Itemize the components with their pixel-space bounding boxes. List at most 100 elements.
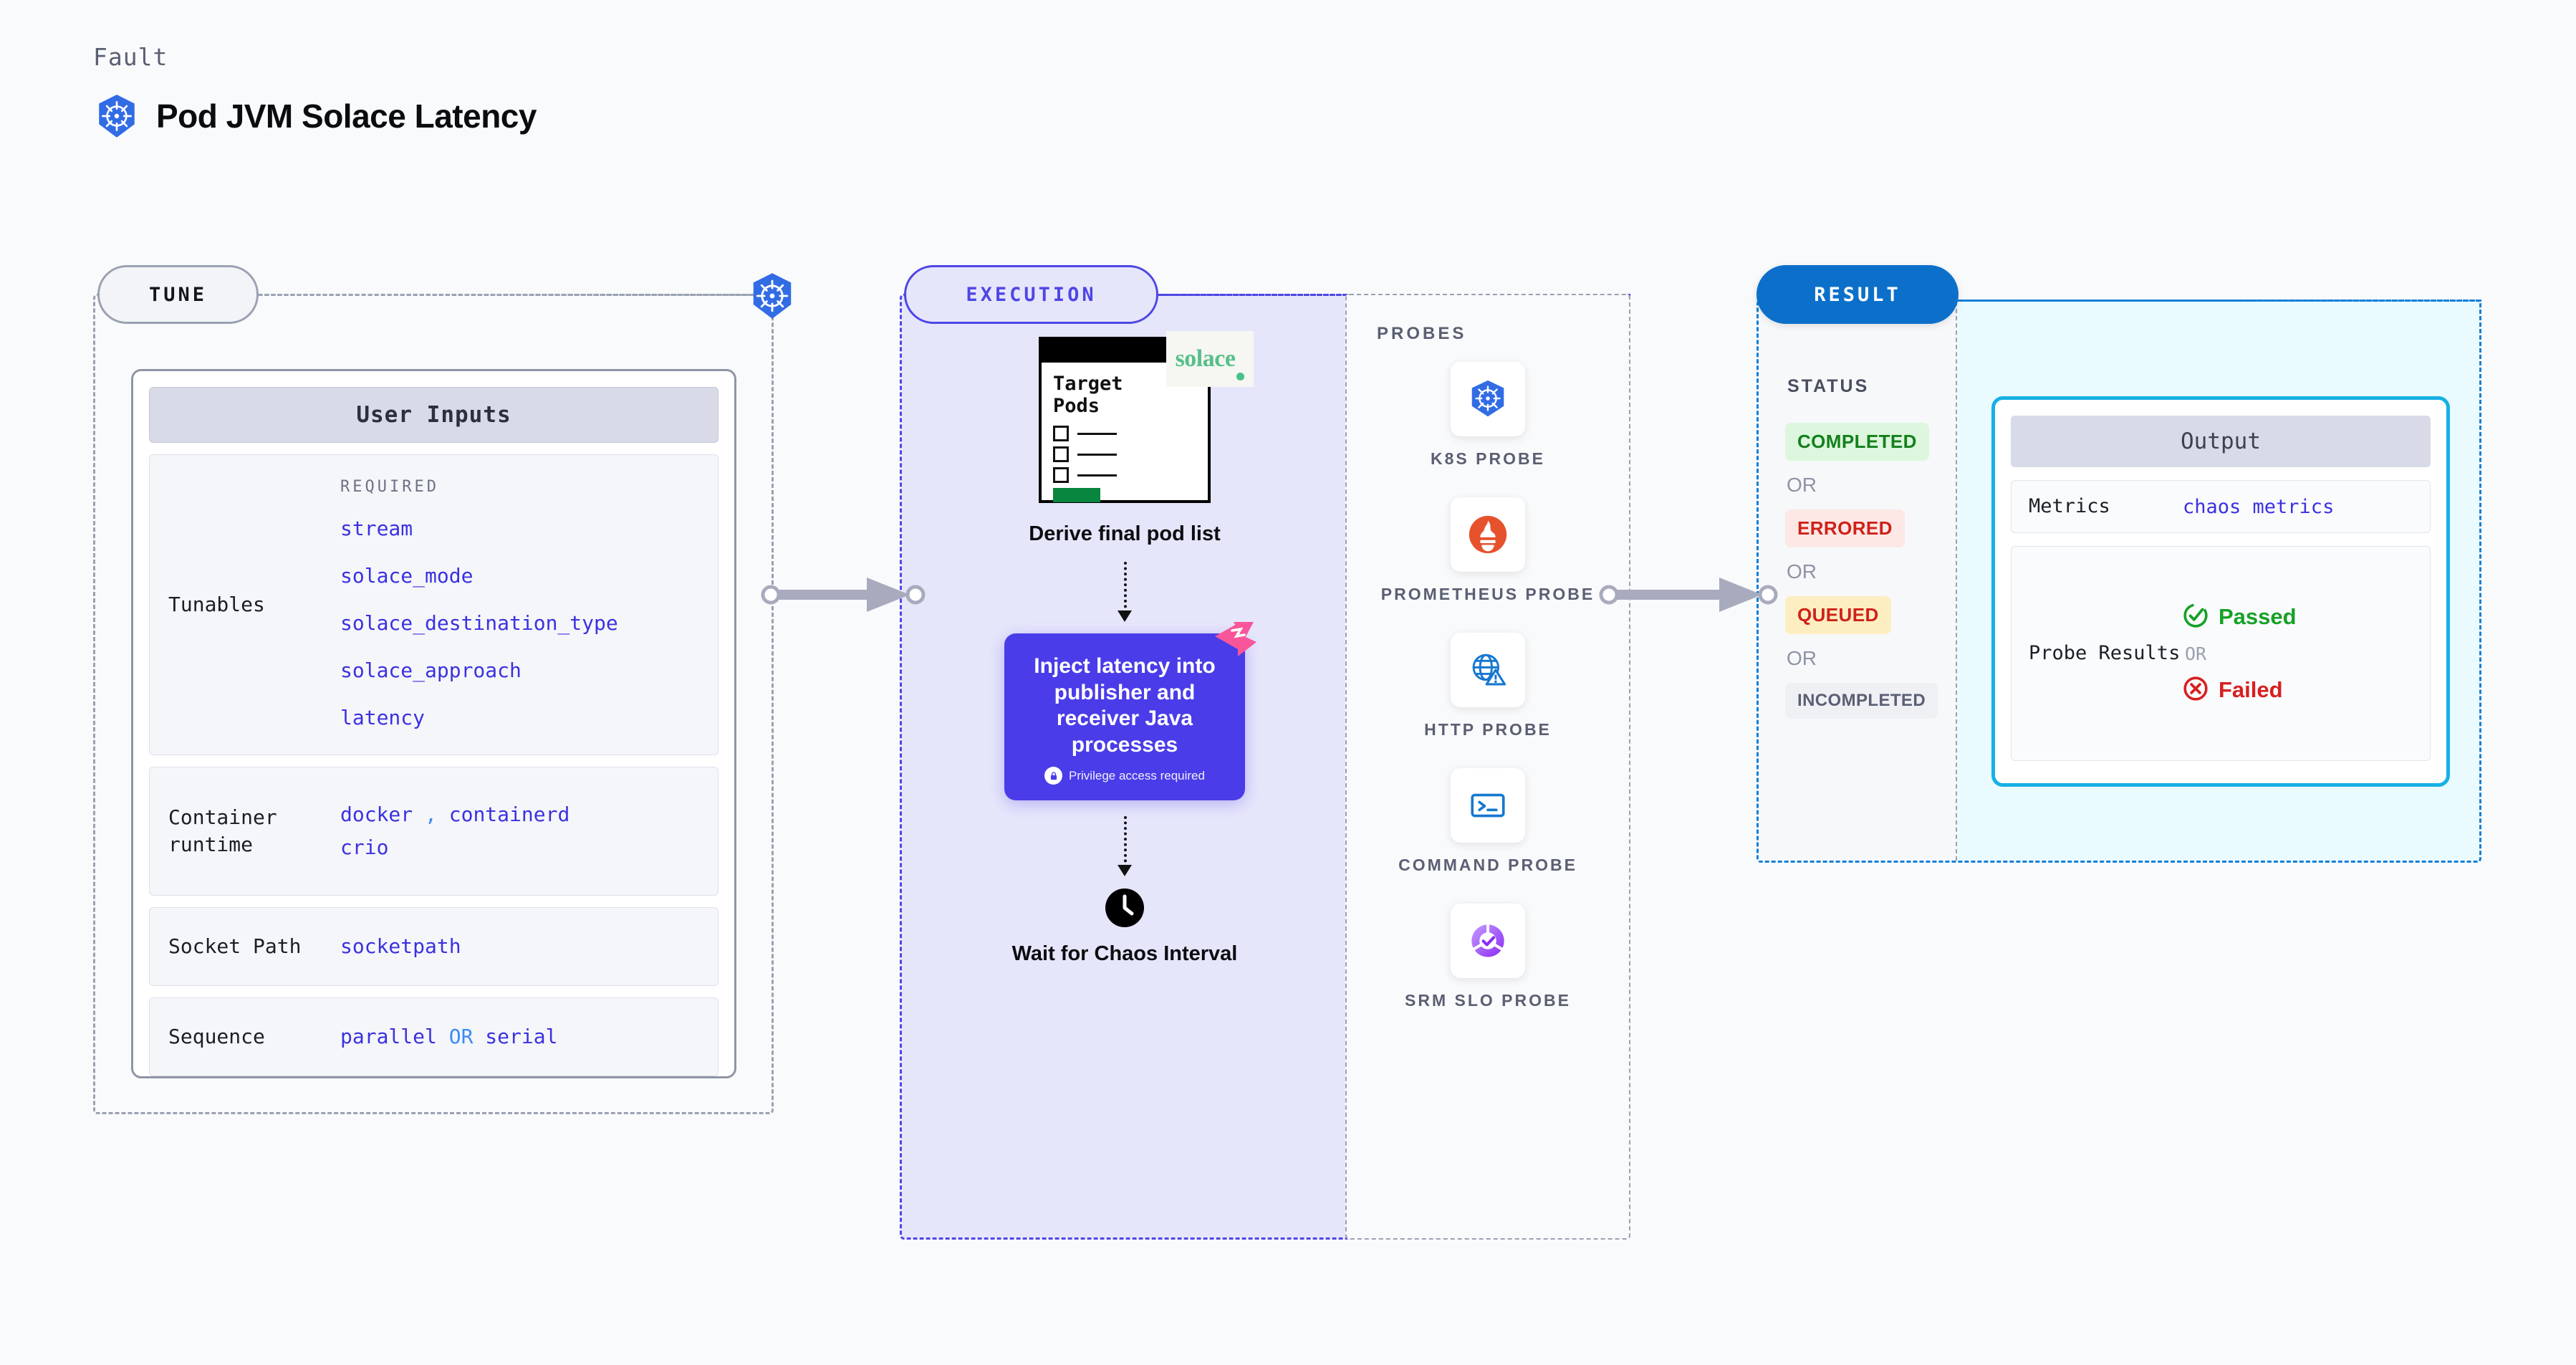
checklist-row	[1053, 426, 1196, 442]
stage-tag-result[interactable]: RESULT	[1756, 265, 1959, 324]
page-header: Fault Pod JVM Solace Latency	[93, 43, 537, 140]
result-status-column	[1759, 302, 1957, 861]
progress-bar	[1053, 488, 1100, 503]
fault-kicker: Fault	[93, 43, 168, 71]
privilege-note-text: Privilege access required	[1069, 768, 1205, 782]
socket-path-value[interactable]: socketpath	[340, 934, 461, 958]
x-circle-icon	[2183, 676, 2209, 705]
target-pods-title-line2: Pods	[1053, 395, 1100, 418]
or-separator: OR	[1787, 647, 1817, 669]
tune-divider	[258, 294, 774, 296]
probe-label: COMMAND PROBE	[1398, 856, 1577, 875]
http-globe-warning-icon	[1451, 633, 1525, 708]
tunable-item[interactable]: solace_mode	[340, 563, 474, 588]
status-badge-completed: COMPLETED	[1785, 423, 1929, 461]
lock-icon	[1044, 767, 1063, 785]
sequence-separator: OR	[448, 1024, 474, 1048]
text-line	[1077, 453, 1117, 456]
solace-wordmark: solace	[1175, 345, 1236, 372]
connector-execution-to-result	[1599, 573, 1778, 616]
kubernetes-icon	[1451, 362, 1525, 436]
probe-item-srm-slo[interactable]: SRM SLO PROBE	[1380, 904, 1595, 1012]
prometheus-icon	[1451, 497, 1525, 573]
probe-label: K8S PROBE	[1431, 449, 1545, 468]
checkbox-icon	[1053, 446, 1069, 463]
runtime-docker[interactable]: docker	[340, 802, 413, 826]
socket-path-row: Socket Path socketpath	[149, 907, 719, 986]
probe-results-label: Probe Results	[2029, 642, 2181, 665]
required-label: REQUIRED	[340, 478, 439, 497]
inject-latency-text: Inject latency into publisher and receiv…	[1034, 654, 1216, 757]
probe-results-values: Passed OR Failed	[2183, 603, 2297, 705]
runtime-containerd[interactable]: containerd	[448, 802, 570, 826]
probe-item-http[interactable]: HTTP PROBE	[1380, 633, 1595, 741]
container-runtime-row: Container runtime docker , containerd cr…	[149, 767, 719, 896]
tunable-item[interactable]: stream	[340, 516, 413, 540]
kubernetes-icon	[93, 92, 140, 140]
tunable-item[interactable]: solace_approach	[340, 658, 522, 683]
or-separator: OR	[2185, 643, 2207, 664]
target-pods-title-line1: Target	[1053, 373, 1123, 395]
sequence-row: Sequence parallel OR serial	[149, 997, 719, 1076]
probe-result-failed: Failed	[2183, 676, 2297, 705]
status-badge-errored: ERRORED	[1785, 509, 1905, 547]
sequence-serial[interactable]: serial	[485, 1024, 558, 1048]
user-inputs-title: User Inputs	[149, 387, 719, 443]
sequence-label: Sequence	[168, 1025, 265, 1049]
title-row: Pod JVM Solace Latency	[93, 92, 537, 140]
clock-icon	[1105, 888, 1145, 928]
text-line	[1077, 432, 1117, 435]
runtime-crio[interactable]: crio	[340, 835, 389, 859]
status-list: COMPLETED OR ERRORED OR QUEUED OR INCOMP…	[1785, 423, 1957, 719]
checkbox-icon	[1053, 426, 1069, 442]
probe-item-command[interactable]: COMMAND PROBE	[1380, 768, 1595, 876]
inject-latency-card: Inject latency into publisher and receiv…	[1004, 622, 1256, 801]
probes-title: PROBES	[1377, 324, 1467, 343]
tunable-item[interactable]: solace_destination_type	[340, 611, 618, 636]
checkbox-icon	[1053, 467, 1069, 484]
derive-pod-list-label: Derive final pod list	[1029, 522, 1221, 545]
sequence-parallel[interactable]: parallel	[340, 1024, 437, 1048]
privilege-note: Privilege access required	[1026, 767, 1224, 785]
metrics-value[interactable]: chaos metrics	[2183, 495, 2335, 518]
solace-logo: solace	[1166, 331, 1254, 387]
probe-item-k8s[interactable]: K8S PROBE	[1380, 362, 1595, 470]
text-line	[1077, 474, 1117, 476]
metrics-row: Metrics chaos metrics	[2011, 480, 2431, 534]
checklist-row	[1053, 446, 1196, 463]
status-badge-incompleted: INCOMPLETED	[1785, 683, 1938, 719]
sequence-values: parallel OR serial	[340, 1020, 557, 1053]
solace-dot-icon	[1236, 373, 1245, 380]
terminal-icon	[1451, 768, 1525, 843]
check-circle-icon	[2183, 603, 2209, 632]
page-title: Pod JVM Solace Latency	[156, 97, 537, 135]
flow-arrow-icon	[1118, 816, 1132, 878]
probe-label: PROMETHEUS PROBE	[1380, 585, 1595, 604]
pod-checklist	[1053, 426, 1196, 484]
tunable-item[interactable]: latency	[340, 706, 426, 730]
probe-label: SRM SLO PROBE	[1405, 991, 1571, 1010]
probes-list: K8S PROBE PROMETHEUS PROBE	[1345, 362, 1630, 1012]
status-badge-queued: QUEUED	[1785, 596, 1891, 634]
kubernetes-icon	[747, 271, 797, 321]
connector-tune-to-execution	[761, 573, 926, 616]
or-separator: OR	[1787, 474, 1817, 496]
stage-tag-execution[interactable]: EXECUTION	[904, 265, 1158, 324]
probe-result-passed: Passed	[2183, 603, 2297, 632]
tunables-label: Tunables	[168, 593, 265, 617]
user-inputs-card: User Inputs Tunables REQUIRED stream sol…	[131, 369, 736, 1078]
checklist-row	[1053, 467, 1196, 484]
target-pods-card: Target Pods	[1039, 337, 1211, 503]
probes-section	[1345, 294, 1630, 1240]
passed-label: Passed	[2219, 604, 2297, 630]
output-card: Output Metrics chaos metrics Probe Resul…	[1991, 396, 2450, 787]
chaos-ribbon-icon	[1212, 621, 1256, 659]
srm-slo-icon	[1451, 904, 1525, 979]
probe-item-prometheus[interactable]: PROMETHEUS PROBE	[1380, 497, 1595, 605]
container-runtime-label: Container runtime	[168, 805, 277, 856]
socket-path-label: Socket Path	[168, 934, 302, 959]
flow-arrow-icon	[1118, 562, 1132, 623]
stage-tag-tune[interactable]: TUNE	[97, 265, 259, 324]
wait-chaos-interval-label: Wait for Chaos Interval	[1011, 942, 1238, 966]
metrics-label: Metrics	[2029, 495, 2110, 517]
